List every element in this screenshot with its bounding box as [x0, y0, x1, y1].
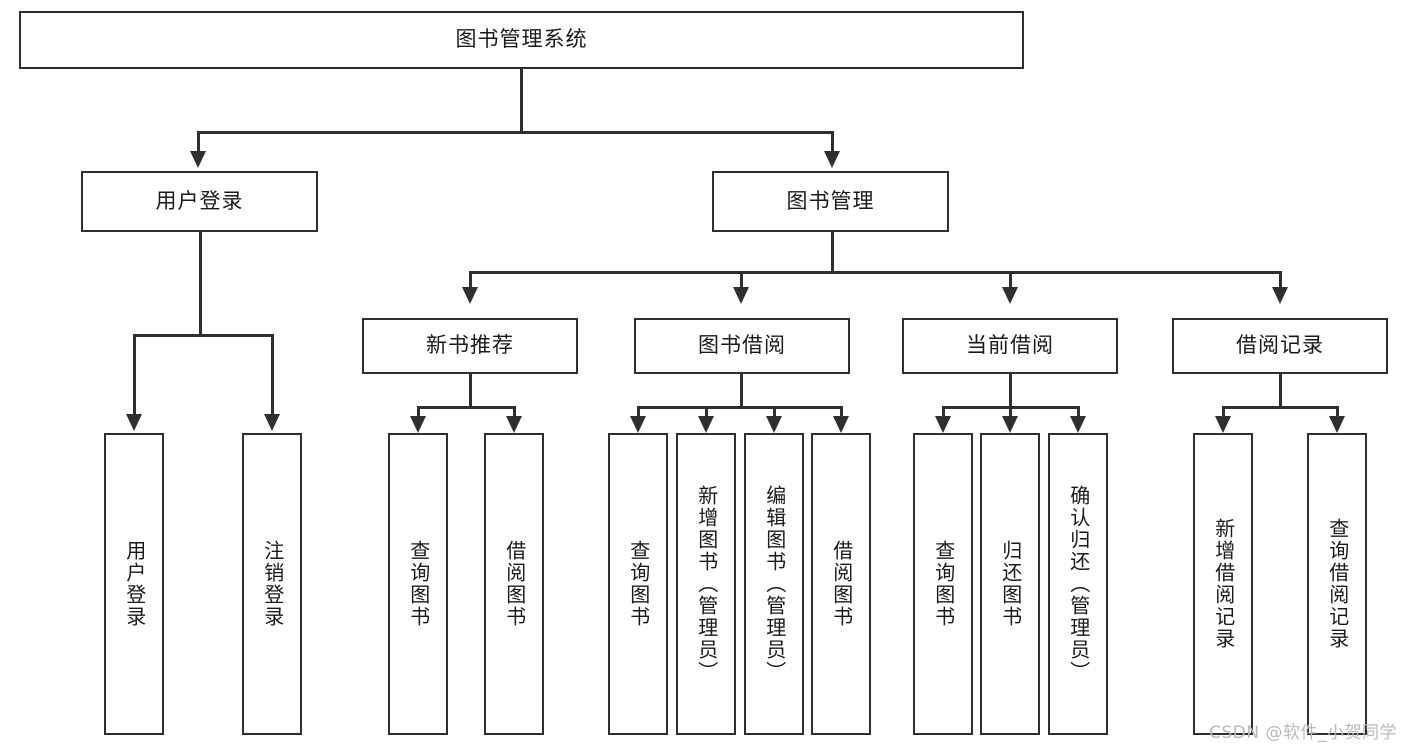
leaf-add-book[interactable]: 新增图书（管理员）: [676, 433, 736, 735]
edge-root-to-user-login: [197, 131, 200, 153]
edge-bm-to-borrow-record: [1279, 271, 1282, 289]
arrow-to-leaf-edit-book: [766, 416, 782, 433]
arrow-to-leaf-query-book-1: [410, 416, 426, 433]
edge-borrow-record-bar: [1222, 406, 1339, 409]
node-user-login[interactable]: 用户登录: [81, 171, 318, 232]
arrow-to-user-login: [190, 151, 206, 168]
leaf-borrow-book-1[interactable]: 借阅图书: [484, 433, 544, 735]
edge-nb-leaf-1: [417, 406, 420, 418]
edge-book-manage-bar: [469, 271, 1282, 274]
edge-bb-leaf-1: [637, 406, 640, 418]
edge-new-book-down: [469, 374, 472, 408]
leaf-query-book-1[interactable]: 查询图书: [388, 433, 448, 735]
arrow-to-leaf-add-record: [1215, 416, 1231, 433]
node-label: 新增借阅记录: [1211, 518, 1236, 650]
node-label: 用户登录: [155, 188, 244, 213]
leaf-query-book-2[interactable]: 查询图书: [608, 433, 668, 735]
node-new-book-recommend[interactable]: 新书推荐: [362, 318, 578, 374]
leaf-query-book-3[interactable]: 查询图书: [913, 433, 973, 735]
arrow-to-current-borrow: [1002, 287, 1018, 304]
node-label: 查询图书: [406, 540, 431, 628]
edge-new-book-bar: [417, 406, 516, 409]
edge-current-borrow-down: [1009, 374, 1012, 408]
edge-root-down: [520, 69, 523, 133]
arrow-to-leaf-borrow-book-1: [506, 416, 522, 433]
node-label: 注销登录: [260, 540, 285, 628]
node-label: 借阅记录: [1236, 333, 1324, 358]
edge-nb-leaf-2: [513, 406, 516, 418]
node-book-manage[interactable]: 图书管理: [712, 171, 949, 232]
arrow-to-book-borrow: [733, 287, 749, 304]
node-label: 查询借阅记录: [1325, 518, 1350, 650]
arrow-to-leaf-query-book-3: [935, 416, 951, 433]
arrow-to-new-book-recommend: [462, 287, 478, 304]
node-label: 编辑图书（管理员）: [762, 485, 787, 683]
node-label: 确认归还（管理员）: [1066, 485, 1091, 683]
arrow-to-leaf-confirm-return: [1070, 416, 1086, 433]
node-label: 查询图书: [626, 540, 651, 628]
edge-root-split-bar: [197, 131, 834, 134]
arrow-to-leaf-query-record: [1329, 416, 1345, 433]
edge-br-leaf-2: [1336, 406, 1339, 418]
edge-user-login-leaf-1: [133, 334, 136, 416]
node-label: 用户登录: [122, 540, 147, 628]
edge-cb-leaf-1: [942, 406, 945, 418]
leaf-query-record[interactable]: 查询借阅记录: [1307, 433, 1367, 735]
arrow-to-leaf-user-login: [126, 414, 142, 431]
leaf-user-login[interactable]: 用户登录: [104, 433, 164, 735]
node-label: 图书借阅: [698, 333, 786, 358]
leaf-edit-book[interactable]: 编辑图书（管理员）: [744, 433, 804, 735]
node-borrow-record[interactable]: 借阅记录: [1172, 318, 1388, 374]
edge-user-login-leaf-2: [271, 334, 274, 416]
edge-bb-leaf-4: [840, 406, 843, 418]
node-label: 图书管理系统: [455, 27, 588, 52]
leaf-add-record[interactable]: 新增借阅记录: [1193, 433, 1253, 735]
edge-book-borrow-down: [740, 374, 743, 408]
edge-bb-leaf-2: [705, 406, 708, 418]
arrow-to-leaf-logout-login: [264, 414, 280, 431]
edge-root-to-book-manage: [831, 131, 834, 153]
node-label: 归还图书: [998, 540, 1023, 628]
arrow-to-leaf-add-book: [698, 416, 714, 433]
edge-bm-to-book-borrow: [740, 271, 743, 289]
arrow-to-leaf-query-book-2: [630, 416, 646, 433]
edge-user-login-down: [199, 232, 202, 336]
arrow-to-book-manage: [824, 151, 840, 168]
edge-borrow-record-down: [1279, 374, 1282, 408]
node-label: 新增图书（管理员）: [694, 485, 719, 683]
edge-bm-to-current-borrow: [1009, 271, 1012, 289]
edge-br-leaf-1: [1222, 406, 1225, 418]
node-label: 图书管理: [786, 188, 875, 213]
node-label: 借阅图书: [502, 540, 527, 628]
node-label: 新书推荐: [426, 333, 514, 358]
leaf-confirm-return[interactable]: 确认归还（管理员）: [1048, 433, 1108, 735]
node-label: 当前借阅: [966, 333, 1054, 358]
edge-cb-leaf-2: [1009, 406, 1012, 418]
edge-user-login-bar: [133, 334, 274, 337]
leaf-logout-login[interactable]: 注销登录: [242, 433, 302, 735]
edge-cb-leaf-3: [1077, 406, 1080, 418]
edge-book-borrow-bar: [637, 406, 843, 409]
arrow-to-leaf-borrow-book-2: [833, 416, 849, 433]
arrow-to-borrow-record: [1272, 287, 1288, 304]
node-book-borrow[interactable]: 图书借阅: [634, 318, 850, 374]
node-root-system[interactable]: 图书管理系统: [19, 11, 1024, 69]
node-label: 借阅图书: [829, 540, 854, 628]
node-current-borrow[interactable]: 当前借阅: [902, 318, 1118, 374]
leaf-return-book[interactable]: 归还图书: [980, 433, 1040, 735]
arrow-to-leaf-return-book: [1002, 416, 1018, 433]
node-label: 查询图书: [931, 540, 956, 628]
edge-bm-to-new-book: [469, 271, 472, 289]
csdn-watermark: CSDN @软件_小贺同学: [1209, 723, 1397, 743]
edge-bb-leaf-3: [773, 406, 776, 418]
edge-book-manage-down: [831, 232, 834, 273]
leaf-borrow-book-2[interactable]: 借阅图书: [811, 433, 871, 735]
